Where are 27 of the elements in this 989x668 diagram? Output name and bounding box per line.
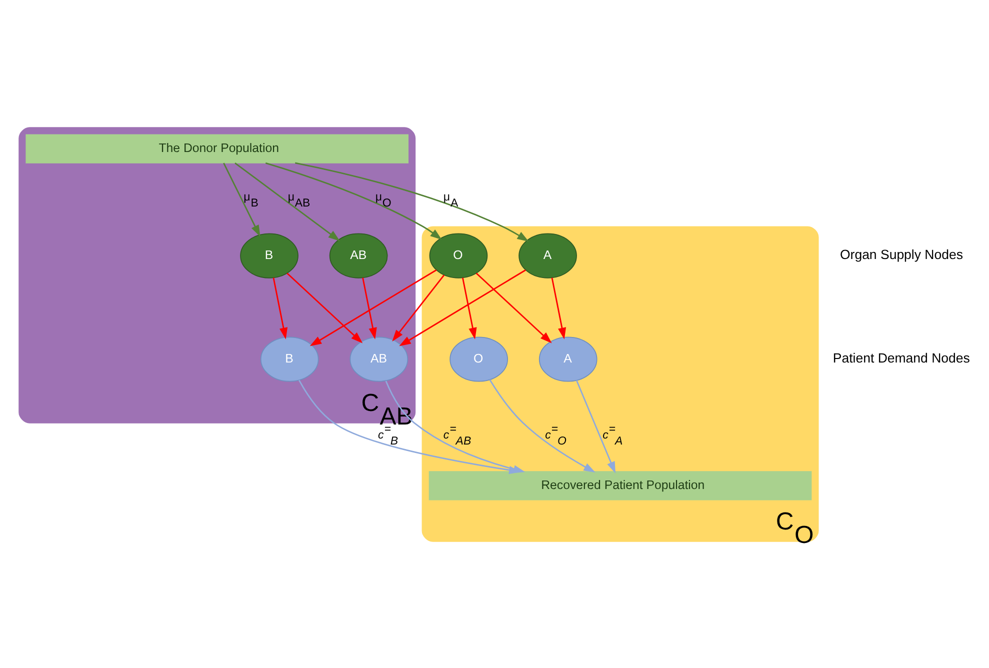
arrow <box>489 378 596 472</box>
arrow <box>476 272 552 343</box>
node-ellipse: O <box>450 336 508 382</box>
arrow <box>362 277 377 339</box>
node-ellipse: B <box>240 232 298 278</box>
node-ellipse: A <box>538 336 598 382</box>
node-ellipse: A <box>518 232 577 278</box>
arrow <box>295 162 529 242</box>
label: Patient Demand Nodes <box>832 350 970 365</box>
arrow <box>234 162 340 241</box>
node-ellipse: B <box>260 336 319 382</box>
arrow <box>462 277 477 339</box>
arrow <box>223 162 260 236</box>
arrow <box>576 380 616 473</box>
node-ellipse: AB <box>350 336 408 382</box>
arrow <box>551 277 566 339</box>
arrow <box>310 268 437 346</box>
arrow <box>286 272 363 343</box>
node-box: Recovered Patient Population <box>428 470 812 500</box>
label: Organ Supply Nodes <box>840 246 963 262</box>
node-ellipse: O <box>429 232 488 278</box>
node-ellipse: AB <box>329 232 388 278</box>
arrow <box>392 274 445 341</box>
node-box: The Donor Population <box>26 134 409 163</box>
arrow <box>265 162 442 240</box>
arrow <box>272 277 288 339</box>
arrow <box>399 268 526 346</box>
